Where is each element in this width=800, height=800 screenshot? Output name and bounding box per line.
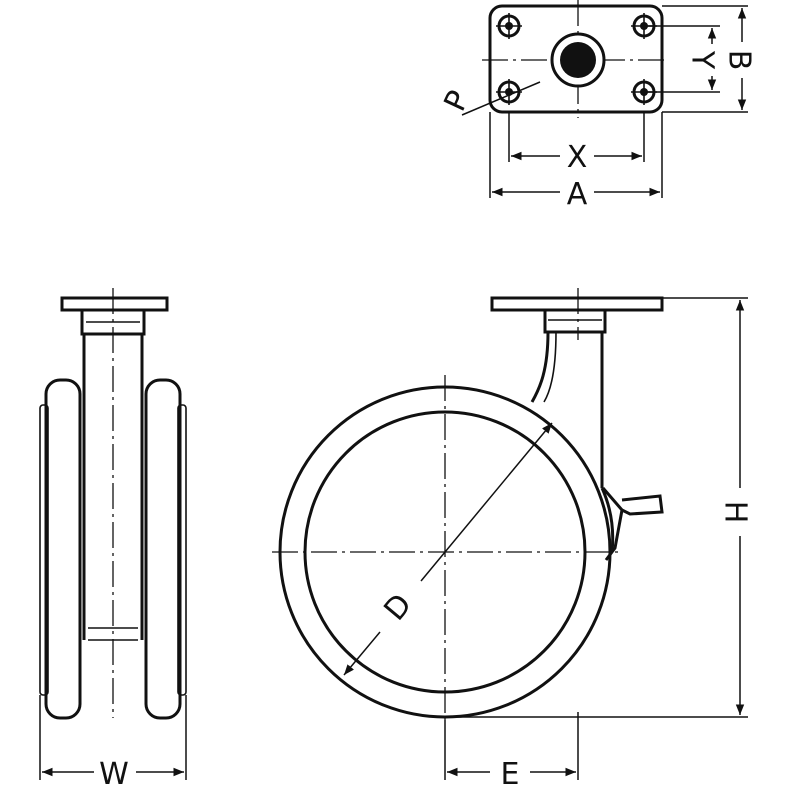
p-leader-line (461, 81, 541, 116)
label-w: W (99, 757, 129, 792)
label-x: X (567, 140, 588, 175)
front-top-plate (60, 296, 169, 312)
d-dim-line-upper (420, 422, 553, 582)
front-wheel-right (144, 378, 182, 720)
label-p: P (438, 85, 477, 116)
stem-hole (560, 42, 596, 78)
top-plate-outline (488, 4, 664, 114)
front-view: W (39, 288, 187, 792)
side-top-plate (490, 296, 664, 312)
side-swivel-collar (543, 308, 607, 334)
front-wheel-left-tread (39, 404, 49, 696)
side-view: D E H (272, 288, 753, 792)
label-e: E (501, 757, 520, 792)
front-wheel-left (44, 378, 82, 720)
label-a: A (567, 177, 588, 212)
label-b: B (722, 50, 757, 71)
fork-arm-left-edge (530, 331, 550, 403)
bolt-hole-top-left (496, 13, 522, 39)
label-d: D (377, 587, 419, 627)
label-h: H (718, 501, 753, 524)
label-y: Y (685, 50, 720, 70)
d-dim-line-lower (343, 631, 381, 676)
top-plate-view: P X A Y B (438, 0, 757, 212)
brake-pedal (621, 494, 664, 516)
front-wheel-right-tread (177, 404, 187, 696)
